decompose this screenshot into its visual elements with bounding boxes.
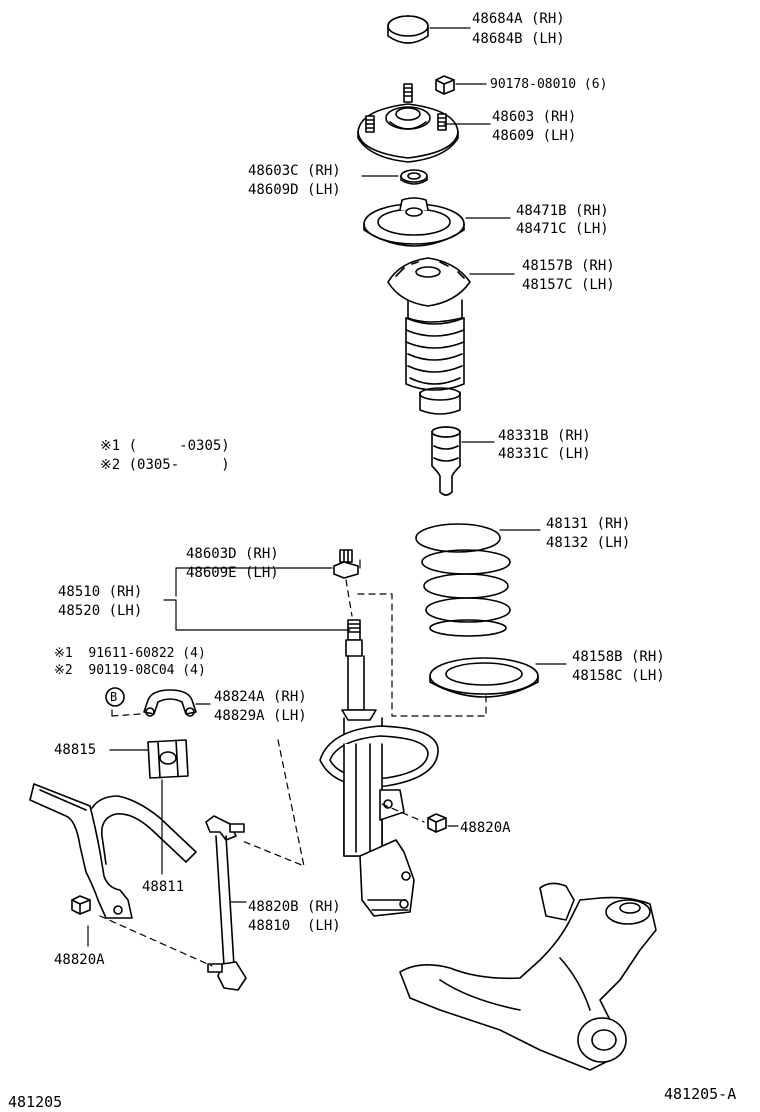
label-mount-nut: 90178-08010 (6) (490, 77, 608, 92)
label-top-cap-lh: 48684B (LH) (472, 31, 565, 47)
lower-spring-insulator (429, 657, 539, 698)
nut-48820a-right (427, 813, 447, 833)
label-insulator-rh: 48157B (RH) (522, 258, 615, 274)
label-bolt-1: ※1 91611-60822 (4) (54, 646, 206, 661)
strut-assembly (319, 619, 439, 917)
label-spring-rh: 48131 (RH) (546, 516, 631, 532)
footer-diagram-ref: 481205-A (664, 1085, 737, 1103)
label-nut-d-lh: 48609E (LH) (186, 565, 279, 581)
upper-spring-seat (363, 197, 465, 247)
label-stabilizer-bar: 48811 (142, 879, 185, 895)
strut-nut (333, 549, 359, 579)
label-nut-a-right: 48820A (460, 820, 511, 836)
b-marker-circle (105, 687, 125, 707)
label-bushing: 48815 (54, 742, 97, 758)
label-bracket-lh: 48829A (LH) (214, 708, 307, 724)
mount-stud (437, 113, 447, 131)
label-nut-d-rh: 48603D (RH) (186, 546, 279, 562)
nut-48820a-left (71, 895, 91, 915)
stabilizer-link (205, 815, 247, 991)
label-link-lh: 48810 (LH) (248, 918, 341, 934)
steering-knuckle (399, 882, 657, 1071)
insulator-boot (387, 257, 471, 415)
label-upper-seat-rh: 48471B (RH) (516, 203, 609, 219)
bearing (400, 169, 428, 185)
label-upper-seat-lh: 48471C (LH) (516, 221, 609, 237)
note-2: ※2 (0305- ) (100, 457, 230, 473)
label-lower-insulator-lh: 48158C (LH) (572, 668, 665, 684)
label-link-rh: 48820B (RH) (248, 899, 341, 915)
dashed-guides (99, 579, 487, 967)
label-top-cap-rh: 48684A (RH) (472, 11, 565, 27)
label-bracket-rh: 48824A (RH) (214, 689, 307, 705)
label-strut-lh: 48520 (LH) (58, 603, 143, 619)
mount-stud (365, 115, 375, 133)
bump-stop (431, 426, 461, 496)
mount-nut (435, 75, 455, 95)
upper-support (357, 83, 459, 163)
stabilizer-bar (29, 783, 197, 919)
mount-stud (403, 83, 413, 103)
label-spring-lh: 48132 (LH) (546, 535, 631, 551)
top-cap (387, 15, 429, 44)
label-insulator-lh: 48157C (LH) (522, 277, 615, 293)
stabilizer-bracket (143, 689, 197, 717)
stabilizer-bushing (147, 739, 189, 779)
footer-diagram-id: 481205 (8, 1093, 63, 1111)
leader-lines (87, 27, 567, 947)
label-bump-stop-rh: 48331B (RH) (498, 428, 591, 444)
label-bump-stop-lh: 48331C (LH) (498, 446, 591, 462)
coil-spring (415, 523, 511, 637)
label-lower-insulator-rh: 48158B (RH) (572, 649, 665, 665)
label-support-lh: 48609 (LH) (492, 128, 577, 144)
note-1: ※1 ( -0305) (100, 438, 230, 454)
label-bolt-2: ※2 90119-08C04 (4) (54, 663, 206, 678)
label-bearing-rh: 48603C (RH) (248, 163, 341, 179)
label-support-rh: 48603 (RH) (492, 109, 577, 125)
label-strut-rh: 48510 (RH) (58, 584, 143, 600)
label-bearing-lh: 48609D (LH) (248, 182, 341, 198)
b-marker: B (110, 690, 118, 704)
label-nut-a-left: 48820A (54, 952, 105, 968)
